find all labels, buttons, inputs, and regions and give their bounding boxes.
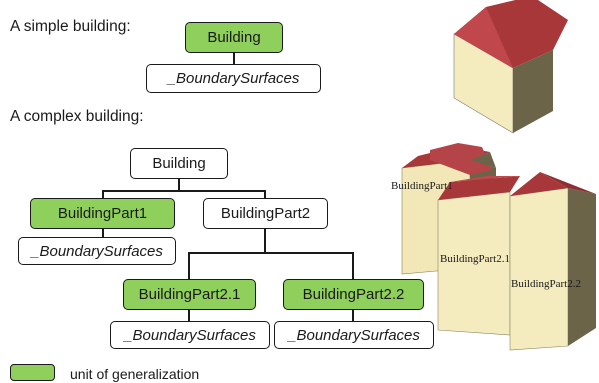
simple-connector — [233, 53, 235, 64]
connector — [178, 179, 180, 191]
part22-model — [509, 172, 596, 351]
legend-label: unit of generalization — [70, 366, 200, 382]
part22-boundary-node: _BoundarySurfaces — [274, 321, 434, 349]
model-label-part21: BuildingPart2.1 — [440, 253, 510, 265]
part1-boundary-node: _BoundarySurfaces — [18, 237, 176, 265]
legend-swatch — [10, 364, 55, 381]
model-label-part22: BuildingPart2.2 — [511, 278, 581, 290]
complex-building-node: Building — [130, 148, 228, 179]
connector — [264, 190, 266, 199]
connector — [188, 310, 190, 321]
part21-boundary-node: _BoundarySurfaces — [110, 321, 270, 349]
connector — [102, 229, 104, 238]
complex-building-heading: A complex building: — [10, 108, 144, 125]
part1-node: BuildingPart1 — [30, 198, 175, 229]
connector — [264, 229, 266, 253]
connector — [102, 190, 104, 199]
part2-node: BuildingPart2 — [203, 198, 328, 229]
part21-model — [437, 176, 520, 336]
simple-building-node: Building — [185, 22, 283, 53]
part22-node: BuildingPart2.2 — [283, 279, 424, 310]
model-label-part1: BuildingPart1 — [391, 180, 453, 192]
simple-wall-side — [513, 50, 553, 133]
simple-roof — [454, 0, 568, 68]
connector — [188, 252, 354, 254]
part1-model — [401, 143, 496, 275]
connector — [352, 252, 354, 280]
connector — [188, 252, 190, 280]
part21-node: BuildingPart2.1 — [123, 279, 256, 310]
simple-wall-front — [453, 33, 514, 134]
connector — [102, 190, 266, 192]
simple-boundary-node: _BoundarySurfaces — [146, 64, 321, 93]
simple-building-heading: A simple building: — [10, 18, 131, 35]
simple-roof-ridge — [454, 7, 513, 68]
connector — [352, 310, 354, 321]
